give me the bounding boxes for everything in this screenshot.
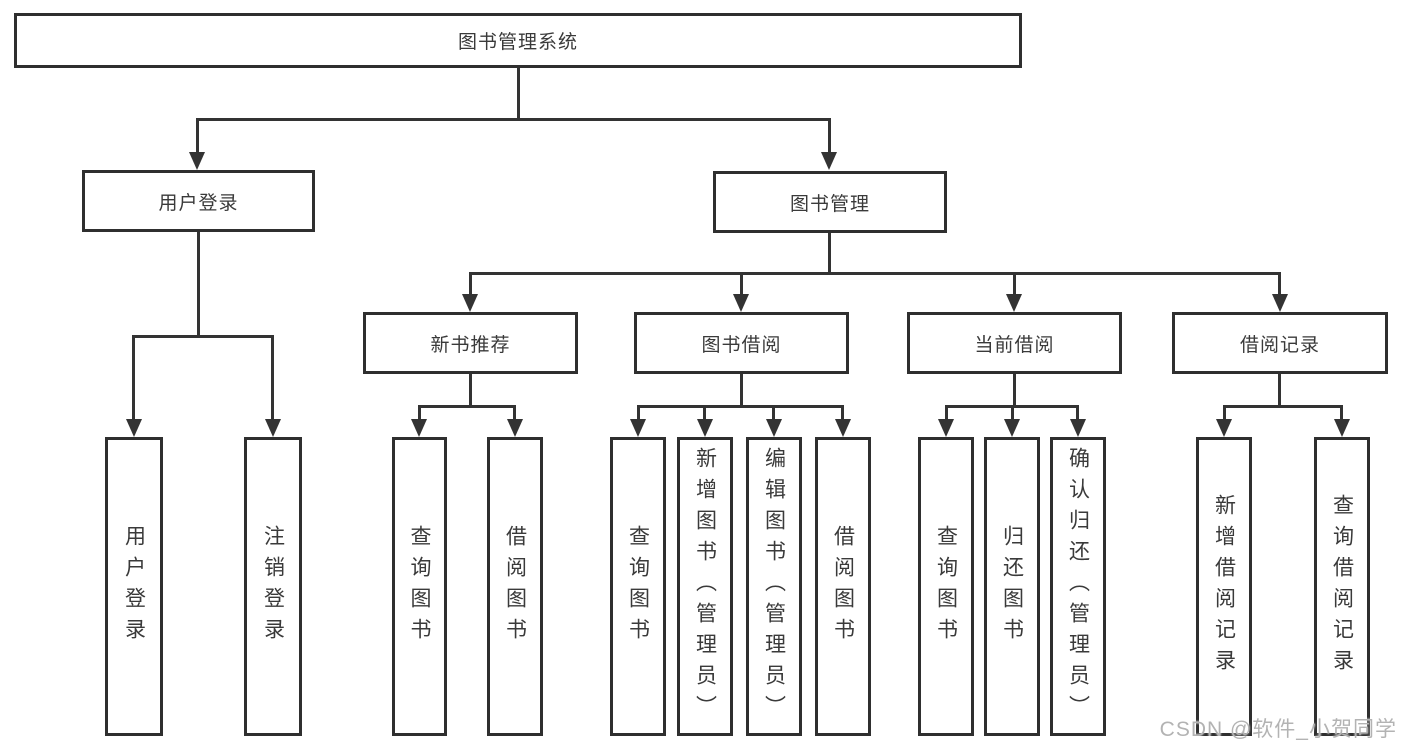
connector-stem-cb-query bbox=[945, 405, 948, 421]
leaf-br-query-record-label: 查询借阅记录 bbox=[1330, 493, 1354, 680]
arrowhead-new-rec bbox=[462, 294, 478, 312]
arrowhead-bb-add bbox=[697, 419, 713, 437]
node-book-borrow-label: 图书借阅 bbox=[701, 334, 782, 356]
connector-newrec-split bbox=[418, 405, 516, 408]
node-book-borrow: 图书借阅 bbox=[634, 312, 849, 374]
leaf-rec-query-book-label: 查询图书 bbox=[408, 524, 431, 649]
connector-root-split bbox=[197, 118, 831, 121]
connector-stem-cb-confirm bbox=[1076, 405, 1079, 421]
arrowhead-rec-query bbox=[411, 419, 427, 437]
connector-stem-current-borrow bbox=[1013, 272, 1016, 296]
arrowhead-user-login bbox=[189, 152, 205, 170]
csdn-watermark: CSDN @软件_小贺同学 bbox=[1159, 718, 1397, 741]
connector-bookmgmt-stem bbox=[828, 233, 831, 274]
connector-stem-rec-borrow bbox=[513, 405, 516, 421]
node-book-management: 图书管理 bbox=[713, 171, 947, 233]
connector-stem-bb-add bbox=[703, 405, 706, 421]
leaf-cb-query-book: 查询图书 bbox=[918, 437, 974, 736]
connector-userlogin-split bbox=[132, 335, 274, 338]
node-book-management-label: 图书管理 bbox=[789, 193, 870, 215]
leaf-br-query-record: 查询借阅记录 bbox=[1314, 437, 1370, 736]
leaf-bb-edit-book-admin-label: 编辑图书（管理员） bbox=[762, 447, 786, 726]
leaf-user-login: 用户登录 bbox=[105, 437, 163, 736]
arrowhead-bb-edit bbox=[766, 419, 782, 437]
connector-record-stem bbox=[1278, 374, 1281, 405]
connector-stem-borrow-record bbox=[1278, 272, 1281, 296]
node-user-login-group: 用户登录 bbox=[82, 170, 315, 232]
leaf-rec-query-book: 查询图书 bbox=[392, 437, 447, 736]
leaf-bb-add-book-admin: 新增图书（管理员） bbox=[677, 437, 733, 736]
leaf-cb-return-book: 归还图书 bbox=[984, 437, 1040, 736]
connector-bookmgmt-split bbox=[469, 272, 1281, 275]
connector-stem-new-rec bbox=[469, 272, 472, 296]
leaf-bb-edit-book-admin: 编辑图书（管理员） bbox=[746, 437, 802, 736]
leaf-cb-confirm-return-admin: 确认归还（管理员） bbox=[1050, 437, 1106, 736]
connector-stem-user-login bbox=[196, 118, 199, 154]
node-root-label: 图书管理系统 bbox=[457, 32, 578, 53]
connector-stem-cb-return bbox=[1011, 405, 1014, 421]
arrowhead-current-borrow bbox=[1006, 294, 1022, 312]
arrowhead-book-mgmt bbox=[821, 152, 837, 170]
node-borrow-record: 借阅记录 bbox=[1172, 312, 1388, 374]
connector-stem-leaf-logout bbox=[271, 335, 274, 421]
arrowhead-br-add bbox=[1216, 419, 1232, 437]
leaf-logout: 注销登录 bbox=[244, 437, 302, 736]
arrowhead-bb-query bbox=[630, 419, 646, 437]
leaf-bb-query-book-label: 查询图书 bbox=[626, 524, 650, 649]
connector-bookborrow-stem bbox=[740, 374, 743, 405]
connector-stem-br-add bbox=[1223, 405, 1226, 421]
leaf-bb-add-book-admin-label: 新增图书（管理员） bbox=[693, 447, 717, 726]
arrowhead-cb-confirm bbox=[1070, 419, 1086, 437]
arrowhead-bb-borrow bbox=[835, 419, 851, 437]
connector-stem-book-mgmt bbox=[828, 118, 831, 154]
node-user-login-group-label: 用户登录 bbox=[158, 192, 239, 214]
connector-newrec-stem bbox=[469, 374, 472, 405]
leaf-br-add-record: 新增借阅记录 bbox=[1196, 437, 1252, 736]
arrowhead-leaf-logout bbox=[265, 419, 281, 437]
leaf-bb-query-book: 查询图书 bbox=[610, 437, 666, 736]
arrowhead-book-borrow bbox=[733, 294, 749, 312]
connector-stem-br-query bbox=[1340, 405, 1343, 421]
leaf-user-login-label: 用户登录 bbox=[122, 524, 146, 649]
arrowhead-rec-borrow bbox=[507, 419, 523, 437]
leaf-bb-borrow-book: 借阅图书 bbox=[815, 437, 871, 736]
leaf-rec-borrow-book: 借阅图书 bbox=[487, 437, 543, 736]
node-borrow-record-label: 借阅记录 bbox=[1239, 334, 1320, 356]
leaf-rec-borrow-book-label: 借阅图书 bbox=[503, 524, 527, 649]
arrowhead-br-query bbox=[1334, 419, 1350, 437]
leaf-cb-query-book-label: 查询图书 bbox=[934, 524, 958, 649]
connector-userlogin-stem bbox=[197, 232, 200, 335]
connector-stem-bb-query bbox=[637, 405, 640, 421]
connector-stem-leaf-login bbox=[132, 335, 135, 421]
node-new-book-recommend-label: 新书推荐 bbox=[430, 334, 511, 356]
connector-stem-bb-edit bbox=[772, 405, 775, 421]
connector-stem-book-borrow bbox=[740, 272, 743, 296]
connector-stem-rec-query bbox=[418, 405, 421, 421]
arrowhead-cb-query bbox=[938, 419, 954, 437]
connector-curborrow-stem bbox=[1013, 374, 1016, 405]
node-new-book-recommend: 新书推荐 bbox=[363, 312, 578, 374]
connector-root-stem bbox=[517, 68, 520, 118]
arrowhead-leaf-login bbox=[126, 419, 142, 437]
connector-bookborrow-split bbox=[637, 405, 844, 408]
leaf-logout-label: 注销登录 bbox=[261, 524, 285, 649]
leaf-bb-borrow-book-label: 借阅图书 bbox=[831, 524, 855, 649]
leaf-cb-return-book-label: 归还图书 bbox=[1000, 524, 1024, 649]
leaf-cb-confirm-return-admin-label: 确认归还（管理员） bbox=[1066, 447, 1090, 726]
connector-record-split bbox=[1223, 405, 1343, 408]
arrowhead-borrow-record bbox=[1272, 294, 1288, 312]
node-current-borrow-label: 当前借阅 bbox=[974, 334, 1055, 356]
arrowhead-cb-return bbox=[1004, 419, 1020, 437]
node-current-borrow: 当前借阅 bbox=[907, 312, 1122, 374]
node-root-library-system: 图书管理系统 bbox=[14, 13, 1022, 68]
leaf-br-add-record-label: 新增借阅记录 bbox=[1212, 493, 1236, 680]
connector-stem-bb-borrow bbox=[841, 405, 844, 421]
